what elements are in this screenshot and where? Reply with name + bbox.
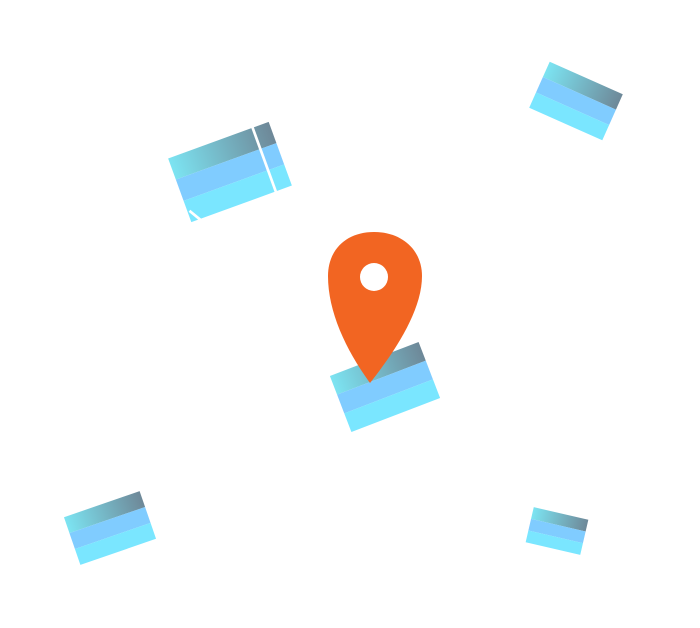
credit-card-icon	[525, 507, 589, 555]
map-pin-icon	[328, 232, 422, 383]
credit-card-icon	[529, 61, 623, 141]
pin-hole	[360, 263, 388, 291]
credit-card-icon	[63, 491, 157, 565]
credit-card-icon	[168, 118, 292, 226]
